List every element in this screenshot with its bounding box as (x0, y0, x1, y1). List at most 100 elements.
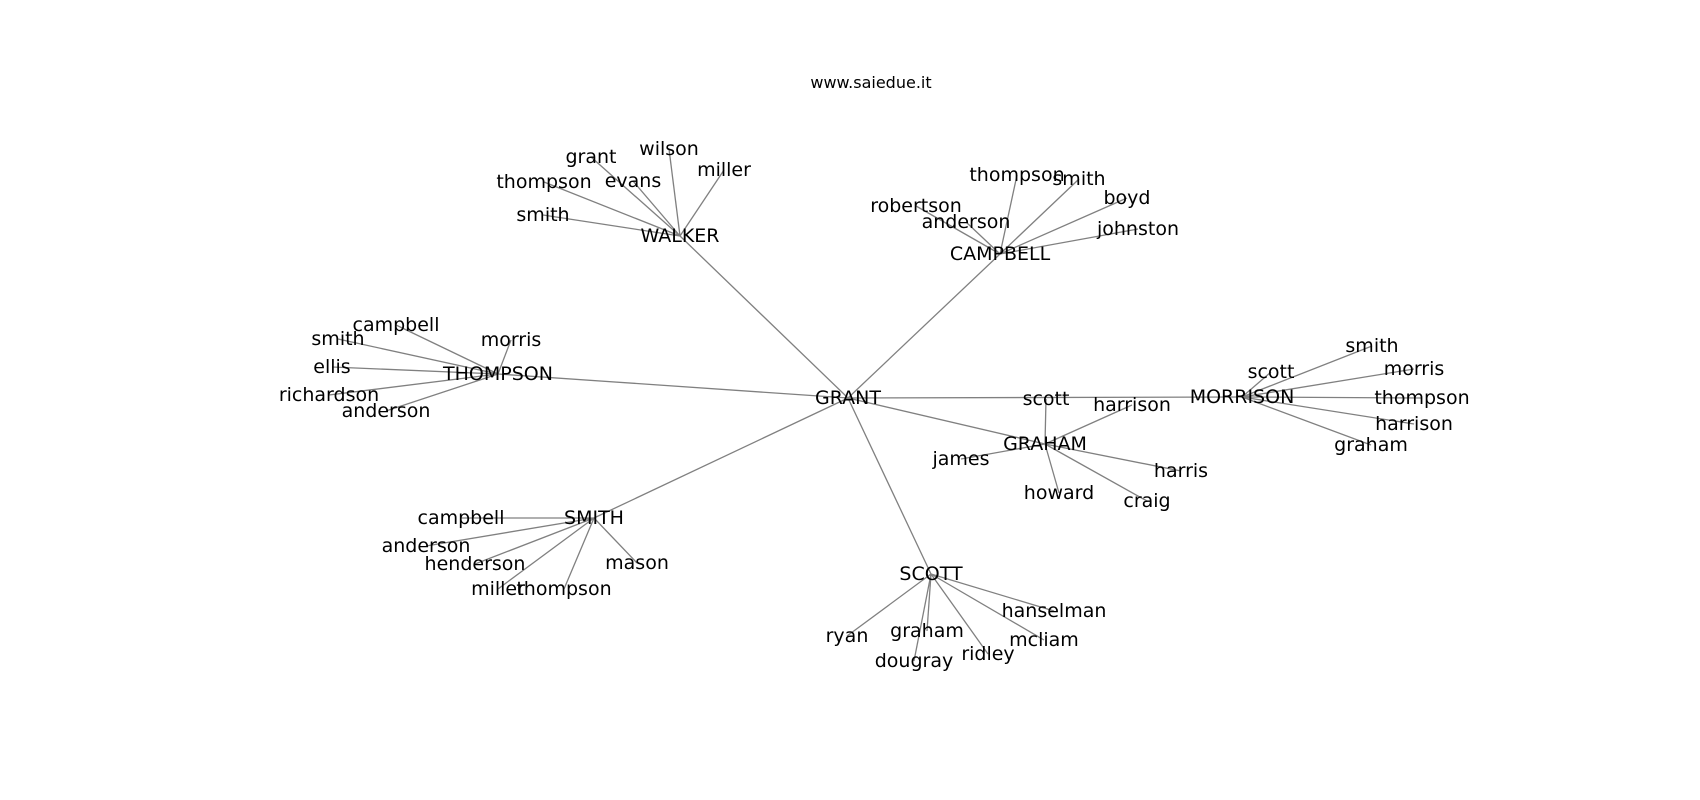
node-thompson-ellis: ellis (313, 356, 350, 378)
edge-campbell-campbell-johnston (999, 228, 1139, 255)
node-campbell-boyd: boyd (1104, 187, 1151, 209)
edge-walker-walker-miller (679, 169, 725, 237)
edge-thompson-thompson-richardson (328, 373, 499, 396)
node-thompson-anderson: anderson (342, 400, 431, 422)
edge-scott-scott-dougray (913, 573, 932, 662)
node-walker-miller: miller (697, 159, 751, 181)
edge-morrison-morrison-thompson (1241, 396, 1423, 399)
node-graham: GRAHAM (1003, 433, 1087, 455)
node-scott-ryan: ryan (826, 625, 869, 647)
node-morrison-morris: morris (1384, 358, 1445, 380)
edge-grant-graham (847, 397, 1046, 445)
edge-scott-scott-hanselman (930, 573, 1055, 612)
node-thompson: THOMPSON (442, 363, 553, 385)
edge-thompson-thompson-ellis (331, 366, 499, 375)
edge-campbell-campbell-thompson (999, 174, 1018, 255)
edge-morrison-morrison-morris (1241, 368, 1415, 398)
node-smith-mason: mason (605, 552, 669, 574)
node-smith-anderson: anderson (382, 535, 471, 557)
edge-campbell-campbell-robertson (915, 205, 1001, 255)
edge-graham-graham-harrison (1044, 404, 1133, 445)
edge-walker-walker-grant (590, 156, 681, 237)
edge-grant-morrison (847, 396, 1243, 399)
node-smith: SMITH (564, 507, 624, 529)
edge-scott-scott-ridley (930, 573, 989, 655)
edge-morrison-morrison-scott (1241, 371, 1272, 398)
edge-morrison-morrison-smith (1241, 345, 1373, 398)
edge-grant-scott (847, 397, 932, 575)
edge-campbell-campbell-anderson (965, 221, 1001, 255)
edge-grant-campbell (847, 253, 1001, 399)
edge-thompson-thompson-anderson (385, 373, 499, 412)
node-morrison-harrison: harrison (1375, 413, 1453, 435)
node-walker: WALKER (641, 225, 720, 247)
edge-thompson-thompson-morris (497, 339, 512, 375)
edge-thompson-thompson-campbell (395, 324, 499, 375)
node-campbell-smith: smith (1052, 168, 1105, 190)
edge-walker-walker-wilson (668, 148, 681, 237)
node-scott-mcliam: mcliam (1009, 629, 1079, 651)
node-graham-scott: scott (1023, 388, 1070, 410)
edge-morrison-morrison-harrison (1241, 396, 1415, 425)
edge-smith-smith-anderson (425, 517, 595, 547)
node-smith-campbell: campbell (418, 507, 505, 529)
edge-campbell-campbell-smith (999, 178, 1080, 255)
edge-graham-graham-craig (1044, 443, 1148, 502)
node-morrison: MORRISON (1190, 386, 1295, 408)
node-campbell-thompson: thompson (969, 164, 1064, 186)
edge-graham-graham-james (960, 443, 1046, 460)
node-thompson-morris: morris (481, 329, 542, 351)
node-thompson-richardson: richardson (279, 384, 379, 406)
edge-walker-walker-smith (542, 214, 681, 237)
node-smith-henderson: henderson (425, 553, 526, 575)
node-walker-wilson: wilson (639, 138, 699, 160)
edge-smith-smith-henderson (474, 517, 595, 565)
edge-morrison-morrison-graham (1241, 396, 1372, 446)
edge-smith-smith-mason (593, 517, 638, 564)
node-morrison-scott: scott (1248, 361, 1295, 383)
edge-graham-graham-howard (1044, 443, 1060, 494)
node-grant: GRANT (815, 387, 881, 409)
edge-scott-scott-ryan (846, 573, 932, 637)
edge-smith-smith-miller (497, 517, 595, 590)
node-walker-grant: grant (565, 146, 616, 168)
edge-scott-scott-mcliam (930, 573, 1045, 641)
node-walker-thompson: thompson (496, 171, 591, 193)
edge-walker-walker-thompson (543, 181, 681, 237)
edges-layer (328, 148, 1423, 662)
node-morrison-thompson: thompson (1374, 387, 1469, 409)
node-morrison-graham: graham (1334, 434, 1408, 456)
node-thompson-smith: smith (311, 328, 364, 350)
node-campbell-johnston: johnston (1096, 218, 1179, 240)
node-morrison-smith: smith (1345, 335, 1398, 357)
node-graham-harrison: harrison (1093, 394, 1171, 416)
edge-graham-graham-scott (1044, 398, 1047, 445)
node-graham-james: james (931, 448, 989, 470)
node-scott-graham: graham (890, 620, 964, 642)
node-walker-smith: smith (516, 204, 569, 226)
node-campbell: CAMPBELL (950, 243, 1051, 265)
edge-grant-thompson (497, 373, 849, 399)
edge-scott-scott-graham (926, 573, 932, 632)
edge-grant-smith (593, 397, 849, 519)
edge-grant-walker (679, 235, 849, 399)
node-campbell-robertson: robertson (870, 195, 962, 217)
site-label: www.saiedue.it (810, 73, 931, 92)
node-smith-miller: miller (471, 578, 525, 600)
node-scott-ridley: ridley (961, 643, 1014, 665)
node-thompson-campbell: campbell (353, 314, 440, 336)
node-walker-evans: evans (605, 170, 662, 192)
edge-thompson-thompson-smith (337, 338, 499, 375)
edge-walker-walker-evans (632, 180, 681, 237)
nodes-layer: GRANT WALKER CAMPBELL THOMPSON MORRISON GRAHA… (279, 138, 1470, 672)
node-scott-hanselman: hanselman (1002, 600, 1107, 622)
edge-graham-graham-harris (1044, 443, 1182, 472)
node-scott: SCOTT (899, 563, 963, 585)
node-scott-dougray: dougray (875, 650, 954, 672)
edge-campbell-campbell-boyd (999, 197, 1128, 255)
node-graham-howard: howard (1024, 482, 1094, 504)
node-smith-thompson: thompson (516, 578, 611, 600)
node-campbell-anderson: anderson (922, 211, 1011, 233)
edge-smith-smith-thompson (563, 517, 595, 590)
